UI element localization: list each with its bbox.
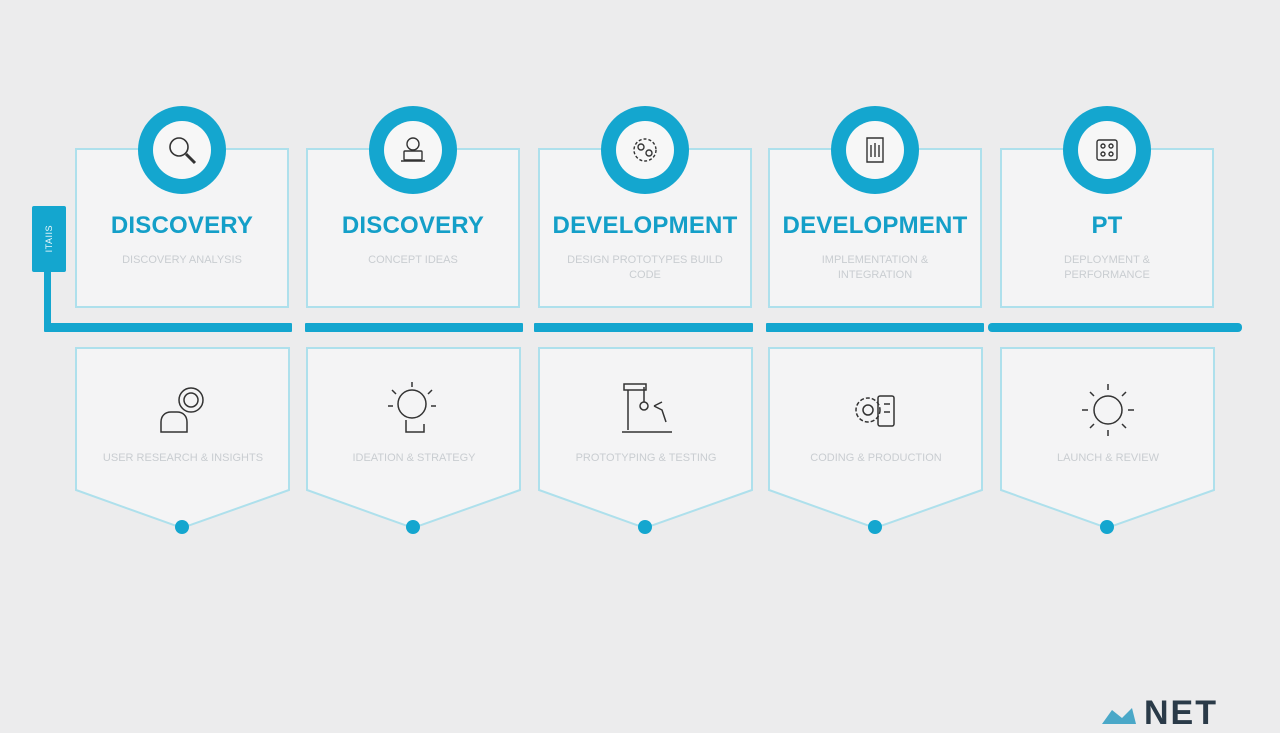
detail-card-5: LAUNCH & REVIEW bbox=[1000, 340, 1216, 536]
detail-caption-3: PROTOTYPING & TESTING bbox=[575, 452, 717, 464]
timeline-connector bbox=[44, 268, 51, 330]
stage-badge-3 bbox=[601, 106, 689, 194]
timeline-segment-5 bbox=[988, 323, 1242, 332]
detail-card-outline bbox=[306, 347, 521, 534]
stage-subtitle-2: CONCEPT IDEAS bbox=[368, 254, 458, 266]
detail-card-2: IDEATION & STRATEGY bbox=[306, 340, 522, 536]
connector-dot bbox=[1100, 520, 1114, 534]
stage-card-2: DISCOVERY CONCEPT IDEAS bbox=[306, 106, 520, 308]
cog-cluster-icon bbox=[633, 138, 657, 162]
connector-dot bbox=[175, 520, 189, 534]
side-tag-label: ITAIIS bbox=[44, 225, 54, 253]
timeline-segment-1 bbox=[44, 323, 292, 332]
stage-badge-1 bbox=[138, 106, 226, 194]
stage-title-5: PT bbox=[1091, 212, 1123, 239]
timeline bbox=[44, 323, 1242, 332]
detail-card-1: USER RESEARCH & INSIGHTS bbox=[75, 340, 291, 536]
detail-card-outline bbox=[538, 347, 753, 534]
timeline-segment-3 bbox=[534, 323, 753, 332]
stage-badge-4 bbox=[831, 106, 919, 194]
logo-text: NET bbox=[1144, 694, 1218, 732]
detail-caption-1: USER RESEARCH & INSIGHTS bbox=[102, 452, 264, 464]
stage-subtitle-4: IMPLEMENTATION & INTEGRATION bbox=[821, 254, 929, 281]
stage-subtitle-1: DISCOVERY ANALYSIS bbox=[122, 254, 242, 266]
robotic-arm-icon bbox=[622, 383, 672, 433]
connector-dot bbox=[638, 520, 652, 534]
logo-mark-icon bbox=[1102, 708, 1136, 724]
research-desk-icon bbox=[160, 387, 204, 433]
stage-card-4: DEVELOPMENT IMPLEMENTATION & INTEGRATION bbox=[768, 106, 982, 308]
stage-subtitle-5: DEPLOYMENT & PERFORMANCE bbox=[1064, 254, 1150, 281]
detail-card-outline bbox=[768, 347, 983, 534]
detail-card-4: CODING & PRODUCTION bbox=[768, 340, 984, 536]
timeline-segment-4 bbox=[766, 323, 984, 332]
connector-dot bbox=[406, 520, 420, 534]
stage-card-5: PT DEPLOYMENT & PERFORMANCE bbox=[1000, 106, 1214, 308]
sun-icon bbox=[1082, 384, 1134, 436]
idea-station-icon bbox=[401, 137, 425, 162]
network-grid-icon bbox=[1096, 139, 1118, 161]
brand-logo: NET bbox=[1098, 694, 1278, 732]
timeline-segment-2 bbox=[305, 323, 523, 332]
detail-caption-5: LAUNCH & REVIEW bbox=[1056, 452, 1160, 464]
detail-caption-2: IDEATION & STRATEGY bbox=[352, 452, 476, 464]
stage-card-1: DISCOVERY DISCOVERY ANALYSIS bbox=[75, 106, 289, 308]
stage-title-2: DISCOVERY bbox=[341, 212, 485, 239]
stage-card-3: DEVELOPMENT DESIGN PROTOTYPES BUILD CODE bbox=[538, 106, 752, 308]
stage-title-1: DISCOVERY bbox=[110, 212, 254, 239]
connector-dot bbox=[868, 520, 882, 534]
detail-card-outline bbox=[1000, 347, 1215, 534]
detail-caption-4: CODING & PRODUCTION bbox=[810, 452, 942, 464]
brainstorm-head-icon bbox=[388, 382, 436, 433]
stage-badge-2 bbox=[369, 106, 457, 194]
document-icon bbox=[866, 137, 884, 163]
stage-subtitle-3: DESIGN PROTOTYPES BUILD CODE bbox=[567, 254, 723, 281]
detail-card-outline bbox=[75, 347, 290, 534]
side-tag: ITAIIS bbox=[32, 206, 66, 272]
stage-badge-5 bbox=[1063, 106, 1151, 194]
stage-title-4: DEVELOPMENT bbox=[782, 212, 968, 239]
detail-card-3: PROTOTYPING & TESTING bbox=[538, 340, 754, 536]
magnifier-icon bbox=[169, 137, 197, 165]
gear-system-icon bbox=[855, 395, 895, 427]
stage-title-3: DEVELOPMENT bbox=[552, 212, 738, 239]
